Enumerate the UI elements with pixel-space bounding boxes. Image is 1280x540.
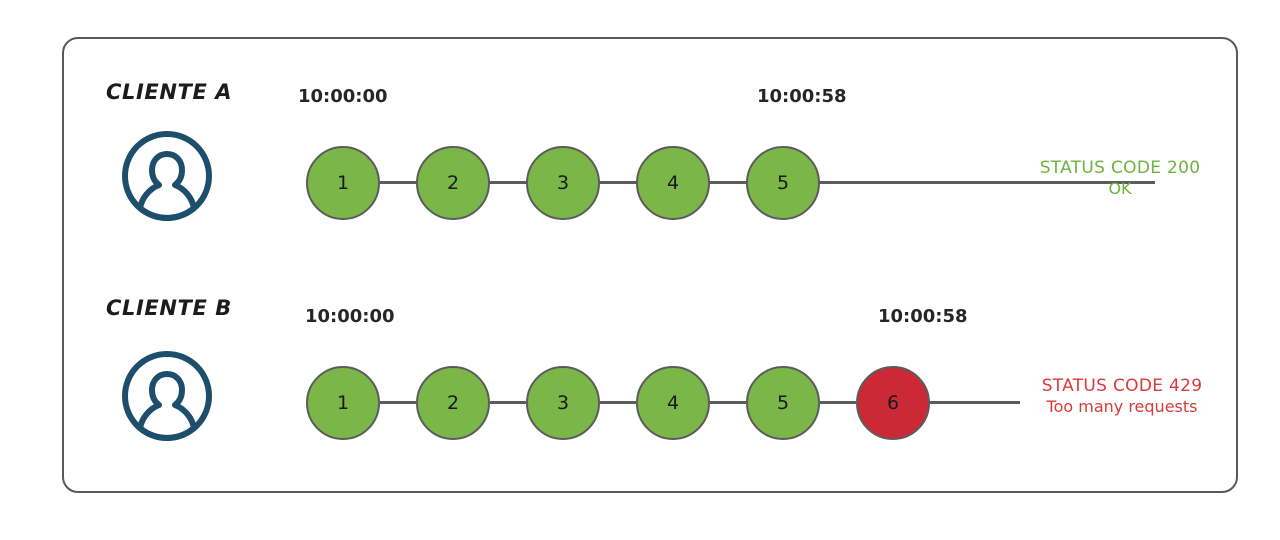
request-chain-b: 1 2 3 4 5 6 — [306, 363, 1066, 443]
client-label-a: CLIENTE A — [106, 80, 233, 104]
connector — [380, 401, 416, 404]
request-node-number: 2 — [446, 392, 460, 414]
request-node[interactable]: 4 — [636, 146, 710, 220]
request-node-number: 6 — [886, 392, 900, 414]
connector — [710, 181, 746, 184]
connector — [490, 401, 526, 404]
status-message-b: STATUS CODE 429 Too many requests — [1022, 376, 1222, 417]
connector — [710, 401, 746, 404]
timestamp-start-b: 10:00:00 — [305, 306, 395, 327]
request-node[interactable]: 2 — [416, 366, 490, 440]
request-node[interactable]: 1 — [306, 146, 380, 220]
request-node-number: 3 — [556, 172, 570, 194]
request-node[interactable]: 2 — [416, 146, 490, 220]
timestamp-end-a: 10:00:58 — [757, 86, 847, 107]
request-node-number: 5 — [776, 172, 790, 194]
request-chain-a: 1 2 3 4 5 — [306, 143, 1155, 223]
timestamp-end-b: 10:00:58 — [878, 306, 968, 327]
request-node[interactable]: 3 — [526, 146, 600, 220]
status-code-a: STATUS CODE 200 — [1039, 158, 1201, 178]
request-node-number: 4 — [666, 392, 680, 414]
user-avatar-icon — [119, 348, 215, 444]
user-avatar-icon — [119, 128, 215, 224]
request-node-number: 3 — [556, 392, 570, 414]
status-text-b: Too many requests — [1046, 397, 1198, 417]
request-node[interactable]: 5 — [746, 366, 820, 440]
chain-tail-b — [890, 401, 1020, 404]
request-node-number: 1 — [336, 392, 350, 414]
request-node[interactable]: 3 — [526, 366, 600, 440]
request-node[interactable]: 1 — [306, 366, 380, 440]
diagram-frame — [62, 37, 1238, 493]
connector — [600, 181, 636, 184]
status-text-a: OK — [1108, 179, 1132, 199]
request-node[interactable]: 4 — [636, 366, 710, 440]
connector — [820, 401, 856, 404]
request-node-number: 4 — [666, 172, 680, 194]
request-node-number: 1 — [336, 172, 350, 194]
connector — [380, 181, 416, 184]
client-label-b: CLIENTE B — [106, 296, 232, 320]
connector — [490, 181, 526, 184]
request-node-number: 5 — [776, 392, 790, 414]
connector — [600, 401, 636, 404]
status-message-a: STATUS CODE 200 OK — [1030, 158, 1210, 199]
request-node-number: 2 — [446, 172, 460, 194]
request-node-error[interactable]: 6 — [856, 366, 930, 440]
status-code-b: STATUS CODE 429 — [1041, 376, 1203, 396]
request-node[interactable]: 5 — [746, 146, 820, 220]
timestamp-start-a: 10:00:00 — [298, 86, 388, 107]
